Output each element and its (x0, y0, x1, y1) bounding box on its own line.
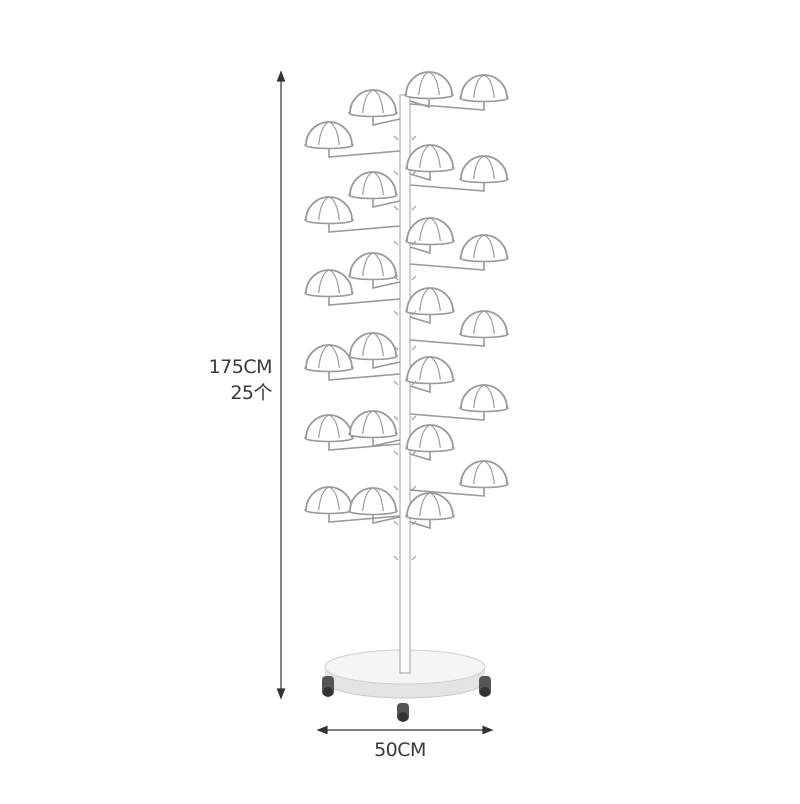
hat-holder (405, 217, 455, 255)
height-dimension-label: 175CM 25个 (192, 354, 273, 406)
pole-hook (393, 135, 417, 141)
hat-holder (409, 310, 509, 347)
height-text: 175CM (208, 356, 273, 378)
hat-holder (405, 424, 455, 462)
pole-hook (393, 345, 417, 351)
height-dimension-line (276, 70, 286, 700)
hat-holder (304, 269, 401, 306)
hat-holder (348, 487, 401, 524)
hat-holder (348, 252, 401, 289)
pole-hook (393, 205, 417, 211)
hat-holder (405, 287, 455, 325)
width-dimension-label: 50CM (374, 739, 426, 761)
caster-wheels (322, 676, 491, 722)
width-dimension-line (316, 725, 494, 735)
pole-hook (393, 520, 417, 526)
hat-holder (348, 89, 401, 126)
pole-hook (393, 555, 417, 561)
hat-holder (405, 492, 455, 530)
hat-holder (348, 171, 401, 208)
pole-hook (393, 450, 417, 456)
hat-holder (409, 155, 509, 192)
hat-holder (405, 356, 455, 394)
pole-hook (393, 275, 417, 281)
pole-hook (393, 485, 417, 491)
hat-holder (409, 74, 509, 111)
pole-hook (393, 310, 417, 316)
hat-holder (405, 144, 455, 182)
pole-hook (393, 380, 417, 386)
hat-holder (409, 234, 509, 271)
hat-holders (304, 71, 509, 561)
hat-holder (348, 332, 401, 369)
hat-holder (304, 121, 401, 158)
pole-hook (393, 415, 417, 421)
pole-hook (393, 170, 417, 176)
hat-count-text: 25个 (230, 382, 272, 404)
hat-holder (304, 196, 401, 233)
hat-holder (409, 384, 509, 421)
pole-hook (393, 240, 417, 246)
hat-holder (404, 71, 454, 109)
hat-holder (304, 344, 401, 381)
hat-holder (348, 410, 401, 447)
hat-holder (409, 460, 509, 497)
center-pole (399, 94, 411, 674)
